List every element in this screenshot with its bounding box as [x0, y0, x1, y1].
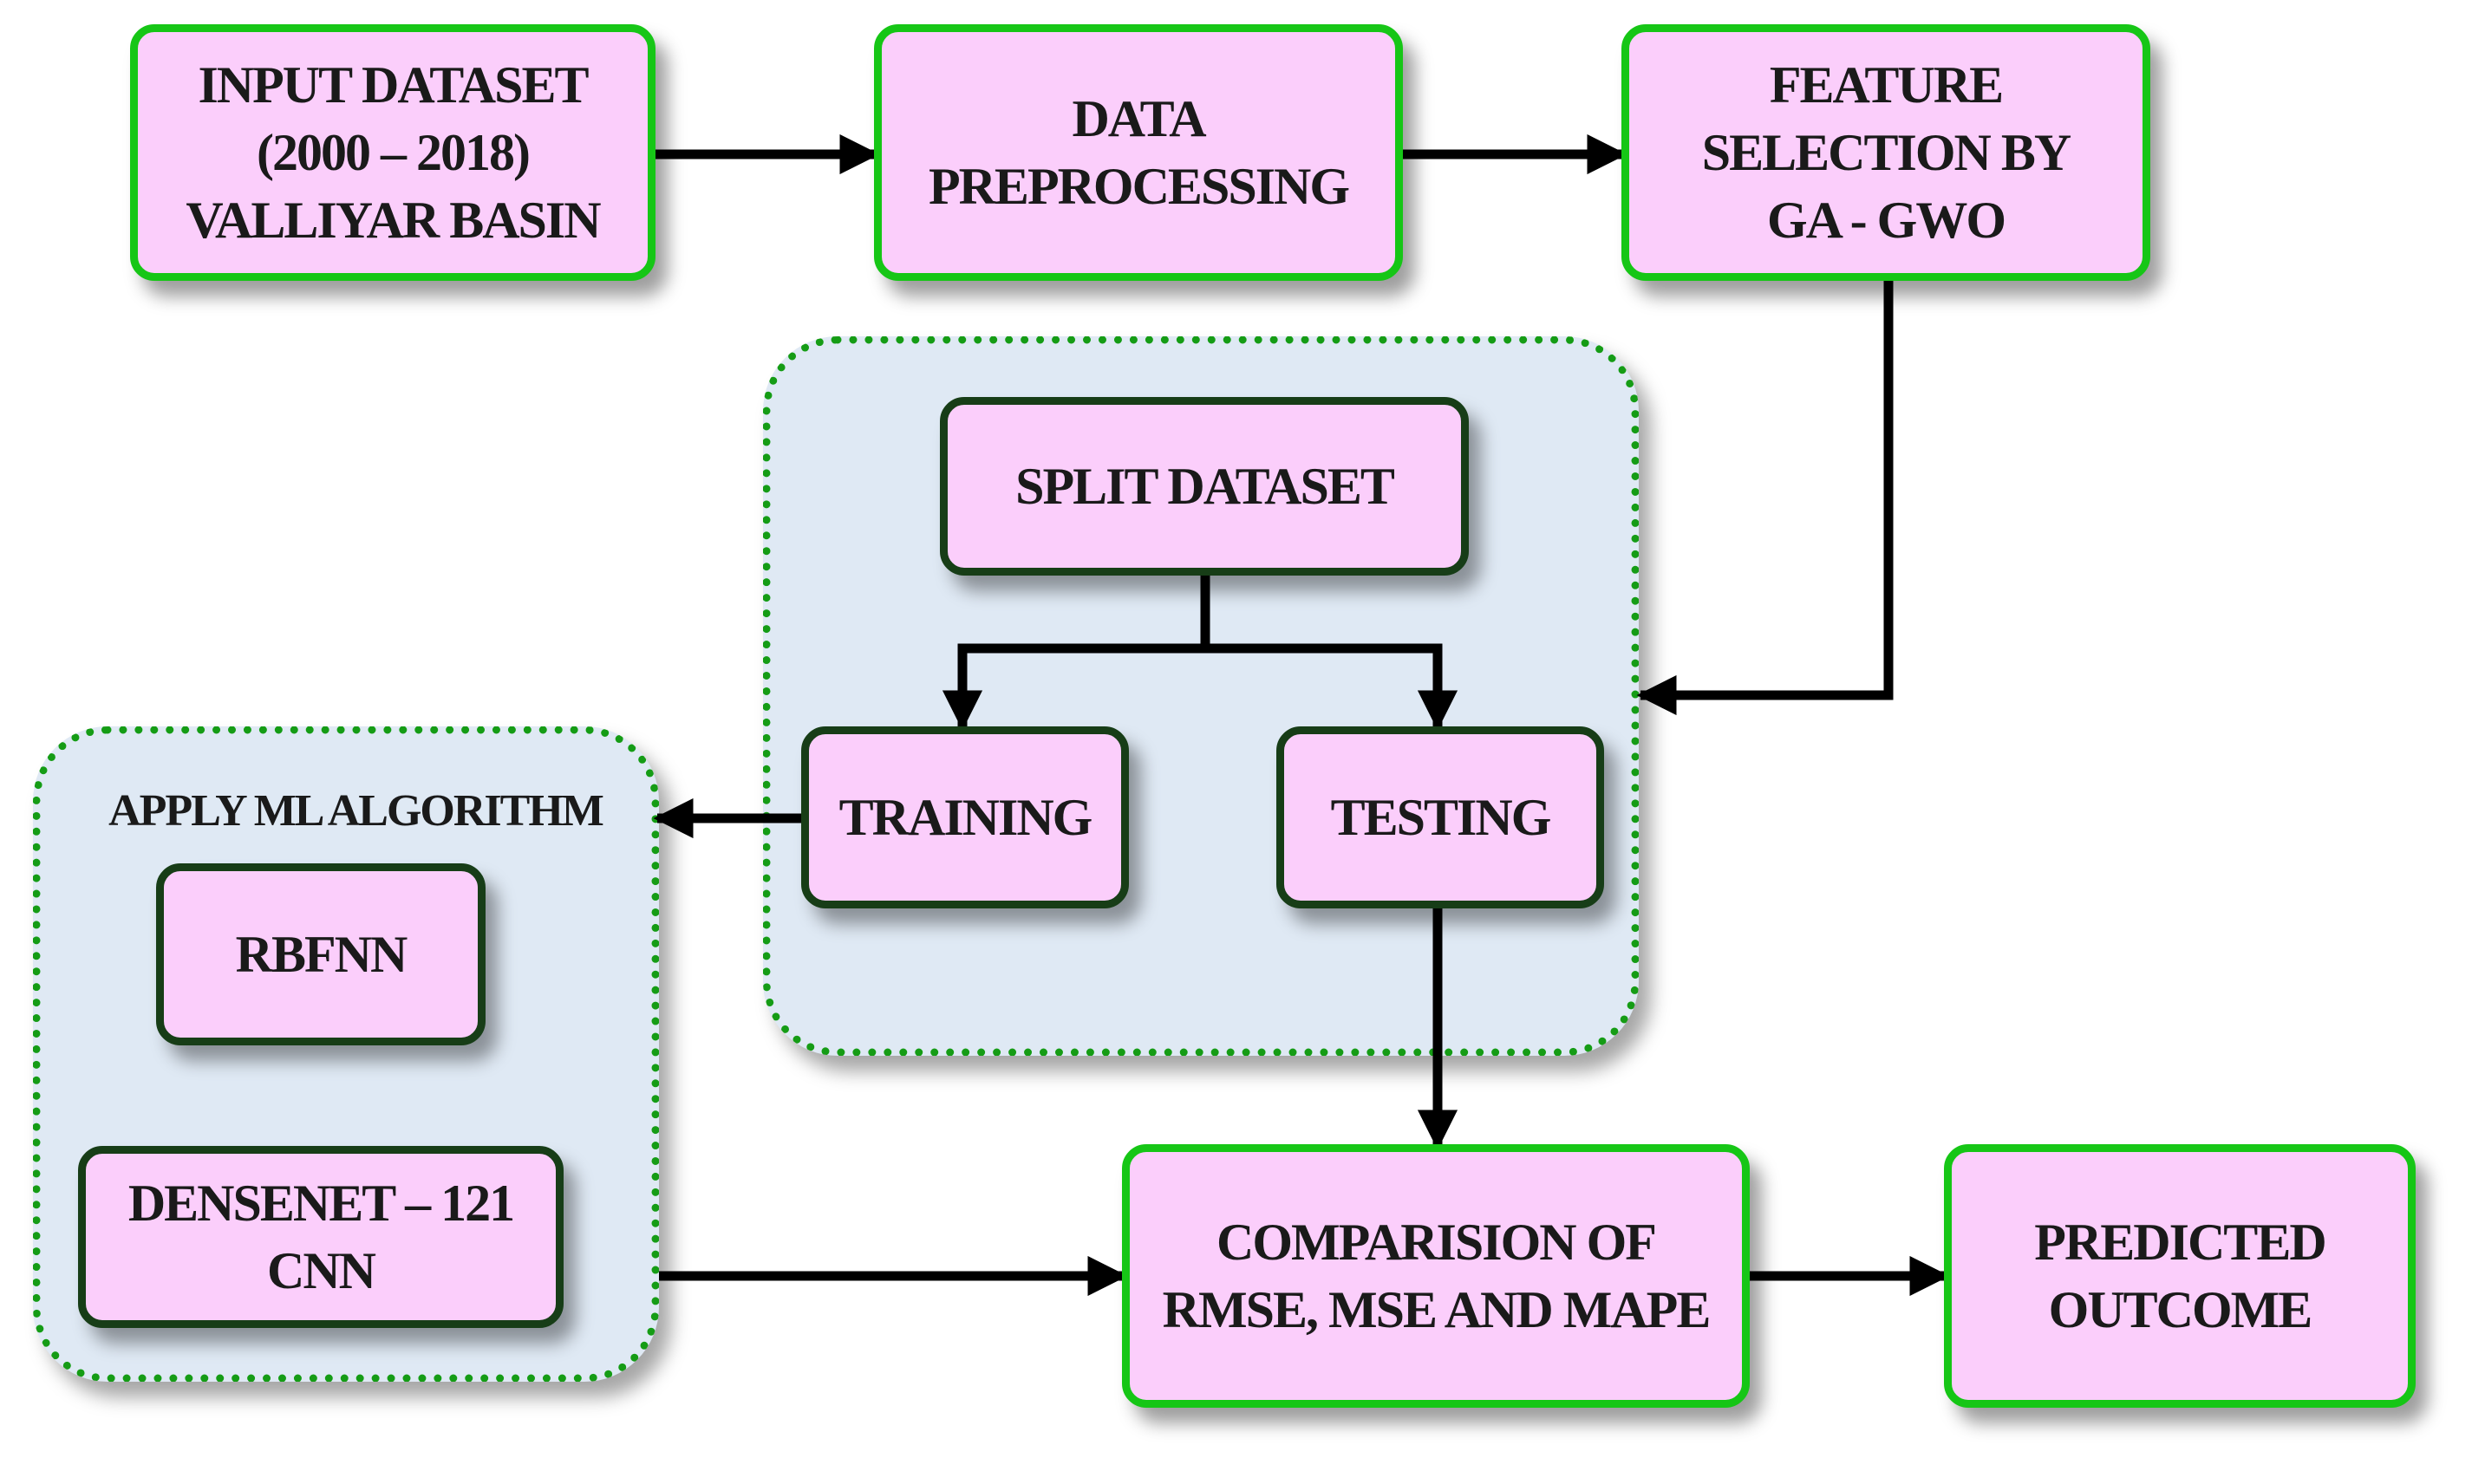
comparison-node: COMPARISION OF RMSE, MSE AND MAPE	[1122, 1144, 1750, 1408]
rbfnn-label: RBFNN	[235, 926, 408, 983]
input-dataset-node: INPUT DATASET (2000 – 2018) VALLIYAR BAS…	[130, 24, 655, 281]
predicted-outcome-node: PREDICTED OUTCOME	[1944, 1144, 2416, 1408]
training-node: TRAINING	[801, 726, 1129, 908]
split-dataset-label: SPLIT DATASET	[1015, 458, 1395, 515]
comparison-label: COMPARISION OF RMSE, MSE AND MAPE	[1162, 1214, 1712, 1338]
edge-split-to-testing	[1205, 643, 1458, 731]
densenet-node: DENSENET – 121 CNN	[78, 1146, 564, 1328]
feature-selection-label: FEATURE SELECTION BY GA - GWO	[1701, 56, 2071, 249]
data-preprocessing-label: DATA PREPROCESSING	[928, 90, 1350, 215]
testing-node: TESTING	[1276, 726, 1604, 908]
edge-split-to-training	[942, 643, 1205, 731]
apply-ml-group-title: APPLY ML ALGORITHM	[108, 786, 604, 836]
rbfnn-node: RBFNN	[156, 863, 486, 1045]
densenet-label: DENSENET – 121 CNN	[127, 1175, 515, 1299]
feature-selection-node: FEATURE SELECTION BY GA - GWO	[1621, 24, 2150, 281]
edge-feature-to-split-group	[1636, 279, 1894, 716]
split-dataset-node: SPLIT DATASET	[940, 397, 1469, 576]
testing-label: TESTING	[1330, 789, 1552, 846]
predicted-outcome-label: PREDICTED OUTCOME	[2034, 1214, 2326, 1338]
data-preprocessing-node: DATA PREPROCESSING	[874, 24, 1403, 281]
training-label: TRAINING	[838, 789, 1093, 846]
input-dataset-label: INPUT DATASET (2000 – 2018) VALLIYAR BAS…	[186, 56, 601, 249]
